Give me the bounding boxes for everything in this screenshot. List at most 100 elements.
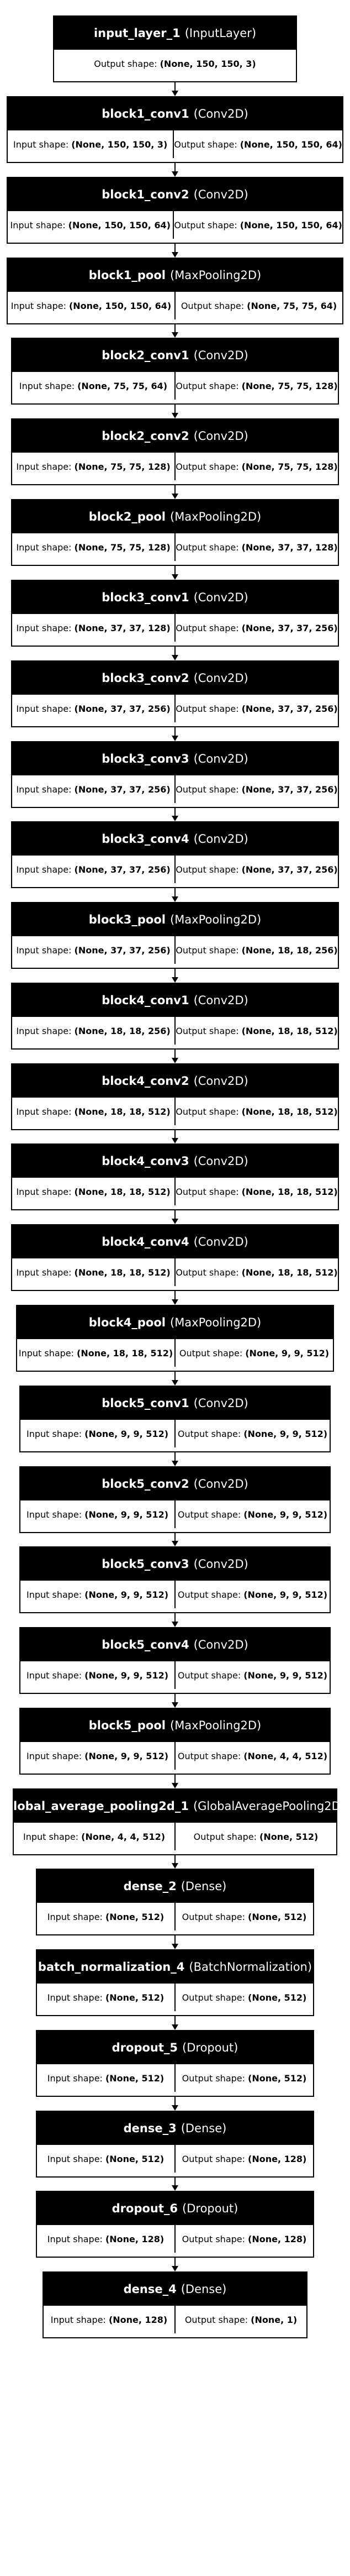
layer-node-block3_conv4: block3_conv4(Conv2D)Input shape:(None, 3… — [11, 821, 339, 888]
input-shape-label: Input shape: — [19, 380, 75, 391]
layer-name: block5_conv1 — [102, 1397, 189, 1410]
output-shape: Output shape:(None, 512) — [174, 1984, 313, 2011]
layer-shapes: Input shape:(None, 18, 18, 256)Output sh… — [12, 1017, 338, 1045]
layer-name: block3_conv1 — [102, 591, 189, 604]
input-shape: Input shape:(None, 9, 9, 512) — [20, 1661, 174, 1689]
input-shape-label: Input shape: — [26, 1509, 82, 1520]
layer-shapes: Input shape:(None, 128)Output shape:(Non… — [37, 2225, 313, 2253]
output-shape-value: (None, 18, 18, 512) — [241, 1186, 338, 1197]
input-shape-label: Input shape: — [16, 945, 72, 956]
layer-header: block3_conv3(Conv2D) — [12, 742, 338, 775]
layer-shapes: Input shape:(None, 75, 75, 128)Output sh… — [12, 533, 338, 561]
input-shape-value: (None, 18, 18, 512) — [77, 1347, 173, 1358]
layer-name: block4_conv1 — [102, 994, 189, 1007]
layer-name: block5_conv4 — [102, 1638, 189, 1651]
input-shape-value: (None, 75, 75, 64) — [77, 380, 168, 391]
input-shape: Input shape:(None, 18, 18, 512) — [12, 1098, 174, 1125]
arrowhead — [172, 332, 178, 338]
layer-type: (MaxPooling2D) — [170, 1719, 262, 1732]
arrowhead — [172, 1461, 178, 1466]
layer-node-block4_pool: block4_pool(MaxPooling2D)Input shape:(No… — [16, 1305, 334, 1372]
layer-node-batch_normalization_4: batch_normalization_4 (BatchNormalization… — [36, 1949, 314, 2016]
layer-header: block4_conv4(Conv2D) — [12, 1225, 338, 1258]
input-shape-value: (None, 18, 18, 512) — [74, 1267, 171, 1278]
output-shape-label: Output shape: — [182, 1992, 246, 2003]
layer-name: block4_pool — [88, 1316, 166, 1329]
input-shape: Input shape:(None, 512) — [37, 1903, 174, 1930]
output-shape-label: Output shape: — [94, 58, 157, 69]
layer-node-block5_conv1: block5_conv1(Conv2D)Input shape:(None, 9… — [19, 1386, 331, 1452]
layer-type: (MaxPooling2D) — [170, 1316, 262, 1329]
layer-type: (MaxPooling2D) — [170, 510, 262, 523]
output-shape-value: (None, 37, 37, 256) — [241, 703, 338, 714]
layer-type: (InputLayer) — [184, 27, 257, 40]
output-shape-label: Output shape: — [174, 219, 237, 230]
input-shape-label: Input shape: — [47, 2073, 103, 2084]
output-shape-label: Output shape: — [177, 1509, 241, 1520]
arrowhead — [172, 1541, 178, 1546]
input-shape: Input shape:(None, 37, 37, 256) — [12, 856, 174, 883]
input-shape-value: (None, 150, 150, 3) — [71, 139, 168, 150]
input-shape: Input shape:(None, 150, 150, 64) — [8, 292, 174, 319]
output-shape: Output shape:(None, 9, 9, 512) — [174, 1581, 330, 1608]
arrowhead — [172, 1702, 178, 1708]
input-shape: Input shape:(None, 9, 9, 512) — [20, 1501, 174, 1528]
output-shape: Output shape:(None, 37, 37, 256) — [174, 775, 338, 803]
output-shape: Output shape:(None, 9, 9, 512) — [174, 1339, 333, 1367]
output-shape: Output shape:(None, 37, 37, 256) — [174, 614, 338, 642]
output-shape-value: (None, 37, 37, 256) — [241, 784, 338, 795]
output-shape: Output shape:(None, 37, 37, 128) — [174, 533, 338, 561]
input-shape-label: Input shape: — [23, 1831, 79, 1842]
layer-name: dense_2 — [123, 1880, 177, 1893]
output-shape-value: (None, 18, 18, 512) — [241, 1267, 338, 1278]
layer-header: block4_conv1(Conv2D) — [12, 984, 338, 1017]
layer-name: block1_pool — [88, 269, 166, 282]
output-shape-label: Output shape: — [182, 2073, 246, 2084]
layer-header: input_layer_1(InputLayer) — [54, 17, 296, 50]
output-shape-value: (None, 75, 75, 64) — [247, 300, 337, 311]
output-shape: Output shape:(None, 128) — [174, 2145, 313, 2173]
output-shape: Output shape:(None, 18, 18, 512) — [174, 1258, 338, 1286]
layer-node-dropout_6: dropout_6(Dropout)Input shape:(None, 128… — [36, 2191, 314, 2258]
layer-shapes: Input shape:(None, 37, 37, 256)Output sh… — [12, 856, 338, 883]
output-shape-value: (None, 18, 18, 512) — [241, 1106, 338, 1117]
output-shape: Output shape:(None, 75, 75, 64) — [174, 292, 342, 319]
input-shape-label: Input shape: — [16, 542, 72, 553]
layer-header: block4_conv2(Conv2D) — [12, 1064, 338, 1098]
output-shape-label: Output shape: — [176, 542, 239, 553]
layer-type: (Conv2D) — [193, 1155, 248, 1168]
layer-type: (Dense) — [181, 2122, 227, 2135]
input-shape-label: Input shape: — [47, 1992, 103, 2003]
arrowhead — [172, 736, 178, 741]
output-shape: Output shape:(None, 18, 18, 512) — [174, 1178, 338, 1205]
input-shape-value: (None, 150, 150, 64) — [68, 219, 171, 230]
input-shape-label: Input shape: — [16, 622, 72, 633]
output-shape-value: (None, 18, 18, 512) — [241, 1025, 338, 1036]
layer-name: block1_conv1 — [102, 107, 189, 120]
input-shape-value: (None, 37, 37, 256) — [74, 864, 171, 875]
output-shape: Output shape:(None, 18, 18, 512) — [174, 1098, 338, 1125]
arrowhead — [172, 1299, 178, 1305]
layer-type: (Conv2D) — [193, 1638, 248, 1651]
output-shape-value: (None, 75, 75, 128) — [241, 380, 338, 391]
layer-type: (BatchNormalization) — [189, 1960, 312, 1974]
arrowhead — [172, 816, 178, 821]
layer-shapes: Input shape:(None, 37, 37, 256)Output sh… — [12, 936, 338, 964]
output-shape-label: Output shape: — [176, 380, 239, 391]
arrowhead — [172, 655, 178, 660]
input-shape-value: (None, 512) — [105, 1911, 165, 1922]
output-shape-value: (None, 9, 9, 512) — [243, 1670, 328, 1681]
layer-node-block3_conv2: block3_conv2(Conv2D)Input shape:(None, 3… — [11, 660, 339, 727]
output-shape-value: (None, 1) — [251, 2314, 298, 2325]
layer-shapes: Input shape:(None, 128)Output shape:(Non… — [44, 2306, 306, 2333]
output-shape: Output shape:(None, 128) — [174, 2225, 313, 2253]
layer-header: batch_normalization_4 (BatchNormalization… — [37, 1950, 313, 1984]
layer-shapes: Input shape:(None, 18, 18, 512)Output sh… — [12, 1178, 338, 1205]
layer-name: batch_normalization_4 — [38, 1960, 185, 1974]
arrowhead — [172, 977, 178, 983]
input-shape-value: (None, 9, 9, 512) — [84, 1750, 169, 1761]
arrowhead — [172, 1863, 178, 1869]
output-shape-value: (None, 75, 75, 128) — [241, 461, 338, 472]
input-shape-value: (None, 18, 18, 512) — [74, 1186, 171, 1197]
input-shape-label: Input shape: — [16, 703, 72, 714]
